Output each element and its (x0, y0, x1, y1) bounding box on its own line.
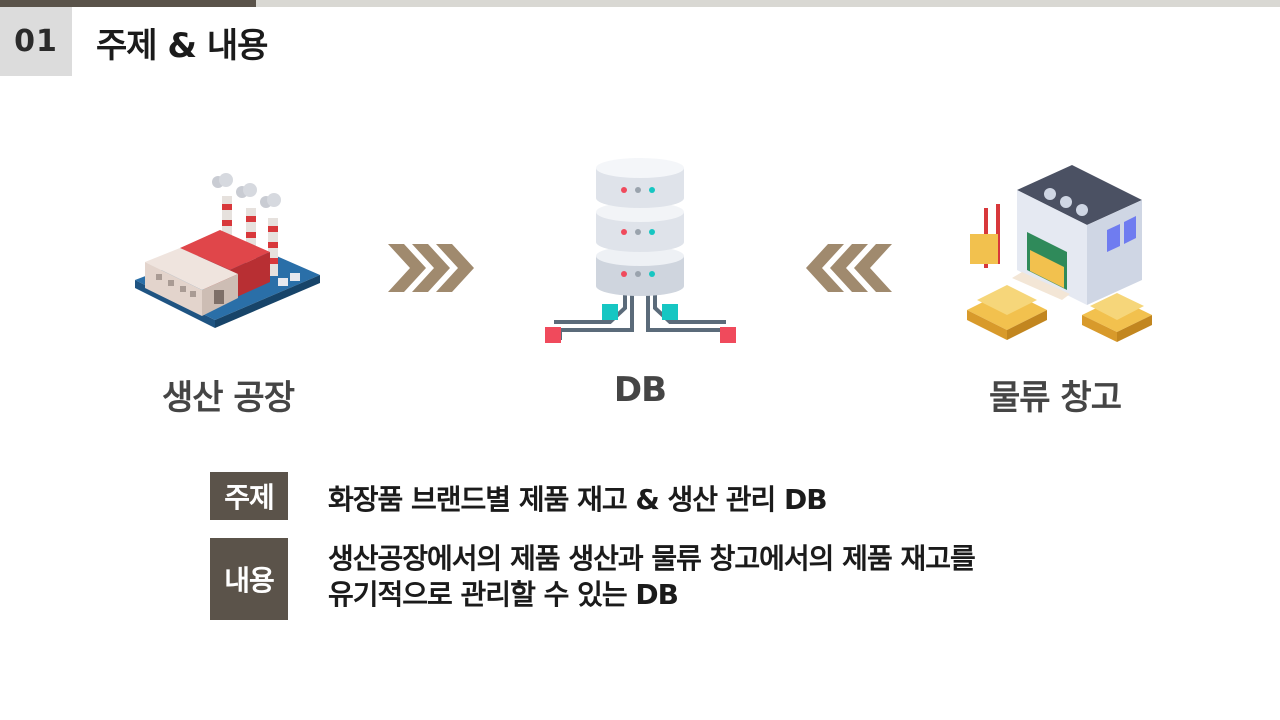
database-label: DB (613, 370, 667, 410)
factory-label: 생산 공장 (162, 378, 295, 418)
triple-chevron-left-icon (806, 244, 892, 292)
section-number: 01 (0, 7, 72, 76)
content-line-1: 생산공장에서의 제품 생산과 물류 창고에서의 제품 재고를 (328, 542, 976, 575)
top-accent-bar-light (256, 0, 1280, 7)
factory-icon (135, 173, 320, 328)
section-title: 주제 & 내용 (96, 26, 268, 66)
content-tag: 내용 (210, 538, 288, 620)
topic-tag: 주제 (210, 472, 288, 520)
content-line-2: 유기적으로 관리할 수 있는 DB (328, 578, 679, 611)
top-accent-bar (0, 0, 256, 7)
database-server-icon (545, 158, 736, 343)
topic-text: 화장품 브랜드별 제품 재고 & 생산 관리 DB (328, 483, 828, 516)
warehouse-icon (967, 165, 1152, 342)
triple-chevron-right-icon (388, 244, 474, 292)
warehouse-label: 물류 창고 (989, 378, 1122, 418)
content-text: 생산공장에서의 제품 생산과 물류 창고에서의 제품 재고를 유기적으로 관리할… (328, 541, 976, 613)
